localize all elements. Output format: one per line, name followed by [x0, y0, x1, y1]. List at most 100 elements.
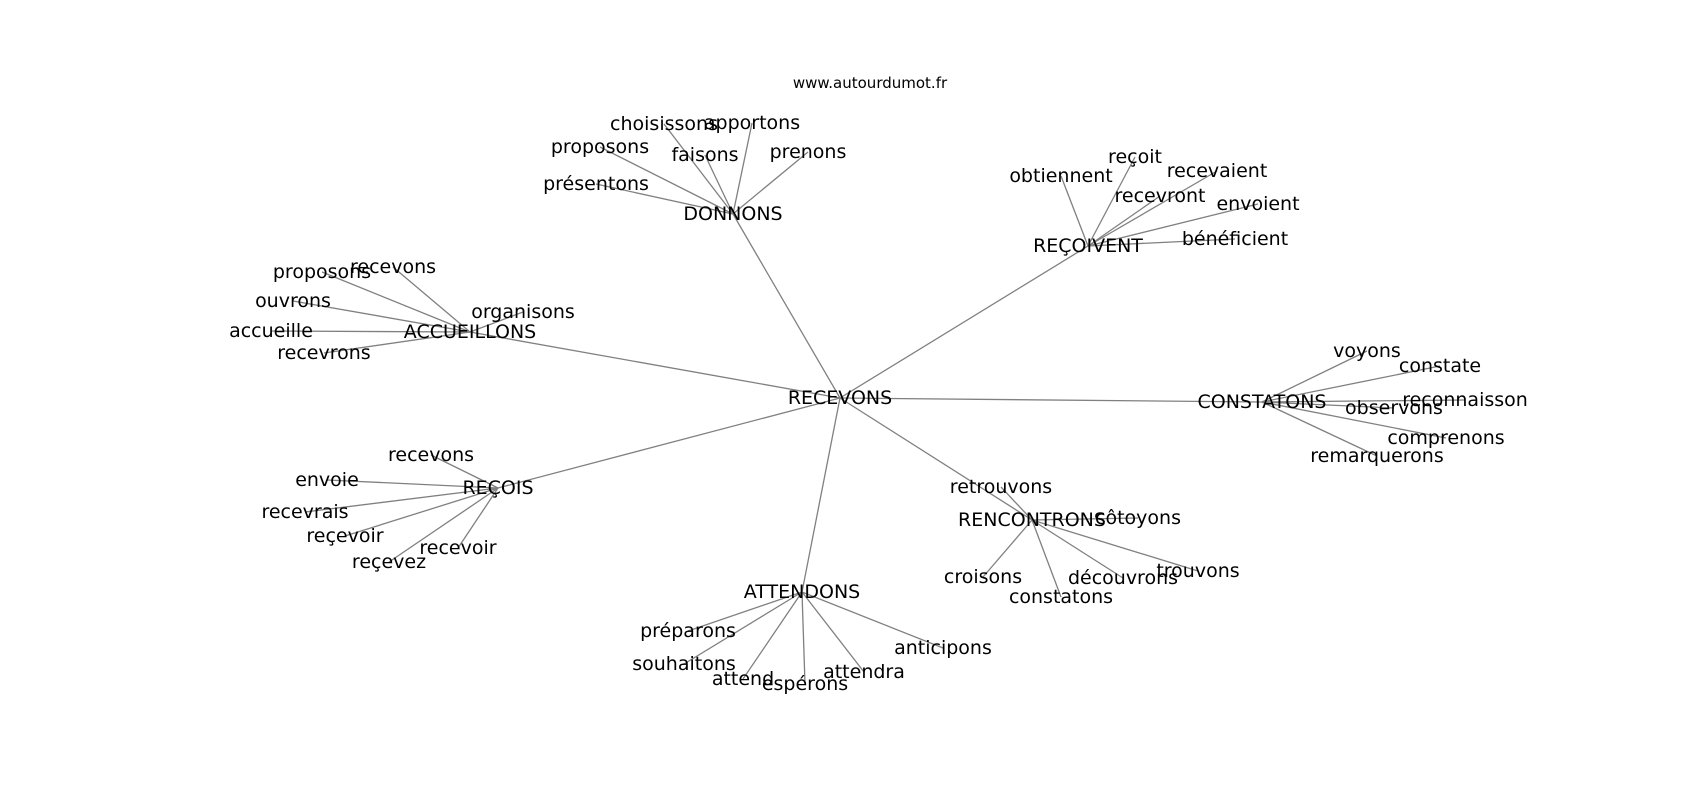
edge-hub-to-leaf [801, 591, 865, 673]
edge-hub-to-leaf [1261, 401, 1395, 409]
edge-hub-to-leaf [732, 151, 809, 215]
leaf-node: faisons [671, 144, 738, 166]
leaf-node: constatons [1009, 586, 1113, 608]
leaf-node: souhaitons [632, 653, 736, 675]
leaf-node: reçoit [1108, 146, 1162, 168]
edge-hub-to-leaf [1000, 486, 1033, 521]
leaf-node: préparons [640, 620, 736, 642]
leaf-node: reçevez [352, 551, 426, 573]
leaf-node: prenons [770, 141, 847, 163]
leaf-node: envoie [295, 469, 359, 491]
leaf-node: découvrons [1068, 567, 1178, 589]
edge-hub-to-leaf [1087, 203, 1259, 247]
hub-node: ATTENDONS [744, 581, 860, 603]
leaf-node: remarquerons [1310, 445, 1443, 467]
leaf-node: organisons [471, 301, 575, 323]
leaf-node: côtoyons [1095, 507, 1181, 529]
leaf-node: trouvons [1156, 560, 1239, 582]
edge-hub-to-leaf [704, 154, 734, 215]
edge-hub-to-leaf [469, 311, 524, 333]
leaf-node: espérons [762, 673, 848, 695]
leaf-node: ouvrons [255, 290, 331, 312]
edge-root-to-hub [497, 397, 841, 489]
edge-hub-to-leaf [742, 591, 803, 680]
hub-node: DONNONS [683, 203, 782, 225]
leaf-node: recevront [1115, 185, 1206, 207]
edge-hub-to-leaf [1087, 156, 1136, 247]
edge-hub-to-leaf [1261, 350, 1368, 403]
leaf-node: croisons [944, 566, 1022, 588]
edge-hub-to-leaf [1261, 399, 1466, 403]
leaf-node: apportons [704, 112, 800, 134]
edge-root-to-hub [469, 331, 841, 399]
leaf-node: proposons [551, 136, 649, 158]
edge-hub-to-leaf [270, 330, 471, 333]
leaf-node: reconnaisson [1402, 389, 1528, 411]
edge-hub-to-leaf [292, 300, 471, 333]
hub-node: REÇOIS [462, 477, 533, 499]
edge-hub-to-leaf [326, 479, 499, 489]
hub-node: CONSTATONS [1198, 391, 1327, 413]
leaf-node: envoient [1216, 193, 1299, 215]
edge-hub-to-leaf [1087, 195, 1161, 247]
leaf-node: recevrais [261, 501, 348, 523]
edge-hub-to-leaf [457, 487, 499, 549]
edge-hub-to-leaf [801, 591, 806, 685]
edge-root-to-hub [839, 397, 1033, 521]
leaf-node: recevons [388, 444, 474, 466]
leaf-node: constate [1399, 355, 1481, 377]
edge-hub-to-leaf [663, 123, 734, 215]
leaf-node: recevons [350, 256, 436, 278]
leaf-node: accueille [229, 320, 313, 342]
leaf-node: choisissons [610, 113, 718, 135]
edge-hub-to-leaf [430, 454, 499, 489]
leaf-node: bénéficient [1182, 228, 1288, 250]
hub-node: REÇOIVENT [1033, 235, 1143, 257]
edge-hub-to-leaf [392, 266, 471, 333]
source-url: www.autourdumot.fr [793, 74, 948, 92]
edge-hub-to-leaf [595, 183, 734, 215]
edge-hub-to-leaf [1261, 401, 1447, 439]
leaf-node: présentons [543, 173, 649, 195]
leaf-node: recevoir [419, 537, 496, 559]
labels-layer: www.autourdumot.fr RECEVONS DONNONS choisi… [229, 74, 1528, 695]
edge-hub-to-leaf [1261, 365, 1441, 403]
leaf-node: voyons [1333, 340, 1401, 362]
edge-hub-to-leaf [321, 271, 471, 333]
edge-root-to-hub [839, 397, 1263, 403]
edge-hub-to-leaf [1060, 175, 1089, 247]
root-node: RECEVONS [788, 387, 892, 409]
edge-hub-to-leaf [732, 122, 753, 215]
leaf-node: proposons [273, 261, 371, 283]
leaf-node: retrouvons [950, 476, 1052, 498]
hub-node: RENCONTRONS [958, 509, 1106, 531]
edge-hub-to-leaf [599, 146, 734, 215]
hub-node: ACCUEILLONS [404, 321, 536, 343]
edge-root-to-hub [801, 397, 841, 593]
edge-hub-to-leaf [683, 591, 803, 665]
edge-hub-to-leaf [687, 591, 803, 632]
edge-hub-to-leaf [388, 487, 499, 563]
edge-hub-to-leaf [801, 591, 944, 649]
edge-hub-to-leaf [1031, 519, 1124, 579]
leaf-node: recevrons [277, 342, 370, 364]
edges-layer [270, 122, 1466, 685]
edge-root-to-hub [732, 213, 841, 399]
edge-hub-to-leaf [304, 487, 499, 513]
leaf-node: reçevoir [306, 525, 383, 547]
edge-hub-to-leaf [982, 519, 1033, 578]
edge-hub-to-leaf [1087, 170, 1218, 247]
leaf-node: attendra [823, 661, 905, 683]
edge-hub-to-leaf [323, 331, 471, 354]
leaf-node: obtiennent [1009, 165, 1112, 187]
edge-hub-to-leaf [1031, 519, 1062, 598]
edge-hub-to-leaf [344, 487, 499, 537]
edge-hub-to-leaf [1031, 519, 1199, 572]
leaf-node: anticipons [894, 637, 992, 659]
leaf-node: comprenons [1387, 427, 1504, 449]
leaf-node: observons [1345, 397, 1443, 419]
edge-hub-to-leaf [1261, 401, 1378, 457]
edge-hub-to-leaf [1031, 517, 1139, 521]
leaf-node: recevaient [1167, 160, 1268, 182]
